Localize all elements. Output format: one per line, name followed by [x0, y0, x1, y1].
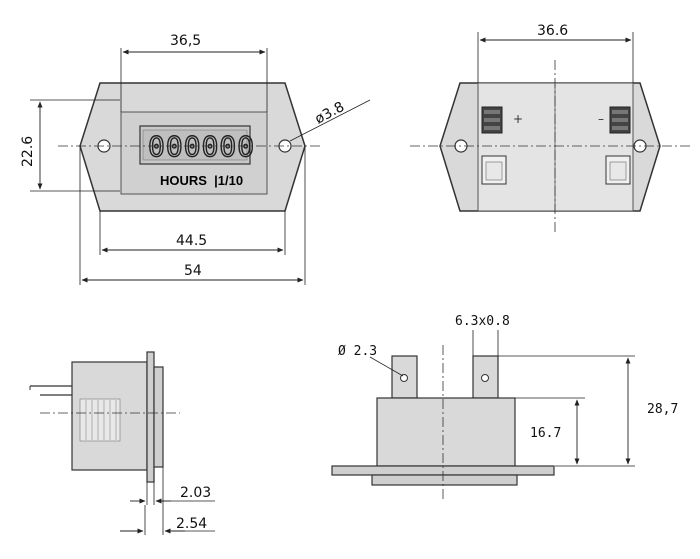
rear-housing — [477, 82, 634, 212]
dim-thickness-b: 2.54 — [176, 516, 207, 532]
dim-width-inner: 44.5 — [176, 233, 207, 249]
dim-body-height: 16.7 — [530, 426, 561, 441]
side-flange — [146, 351, 155, 483]
side-view: 2.03 2.54 — [29, 351, 215, 535]
terminal-minus-sign: – — [598, 112, 604, 126]
rear-view: + – 36.6 — [410, 23, 690, 232]
terminal-plus-sign: + — [513, 112, 523, 126]
bottom-view: Ø 2.3 6.3x0.8 16.7 28,7 — [331, 314, 678, 500]
counter-label: HOURS |1/10 — [160, 173, 243, 188]
dim-pin-diameter: Ø 2.3 — [338, 344, 377, 359]
dim-width-window: 36,5 — [170, 33, 201, 49]
dim-thickness-a: 2.03 — [180, 485, 211, 501]
digits-text: 000000 — [148, 130, 255, 163]
bottom-body — [376, 397, 516, 467]
counter-digits: 000000 — [147, 129, 255, 163]
dim-pin-size: 6.3x0.8 — [455, 314, 510, 329]
dim-width-total: 54 — [184, 263, 202, 279]
dim-height: 22.6 — [20, 136, 36, 167]
dim-hole-diameter: ø3.8 — [312, 99, 347, 128]
dim-total-height: 28,7 — [647, 402, 678, 417]
dim-rear-width: 36.6 — [537, 23, 568, 39]
front-view: 000000 HOURS |1/10 36,5 22.6 ø3.8 44.5 5… — [20, 33, 371, 285]
